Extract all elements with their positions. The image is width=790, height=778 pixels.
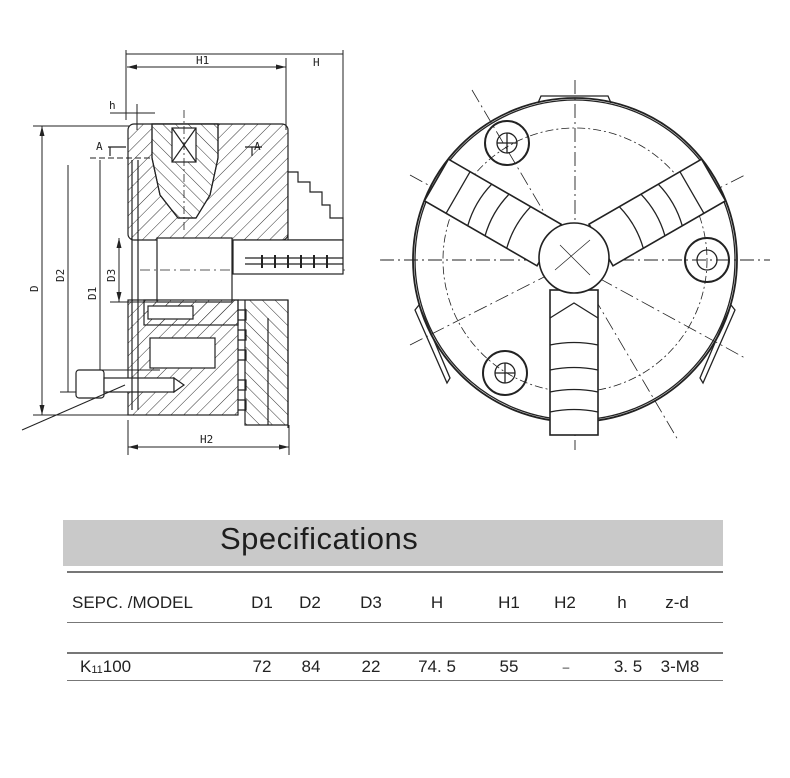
cell-model: K11100	[80, 657, 132, 676]
bolt-hole-bottom-left	[482, 350, 528, 396]
label-H1: H1	[196, 54, 209, 67]
technical-drawing: H1 H h A A D D2 D1 D3 H2	[21, 50, 770, 455]
label-D1: D1	[86, 287, 99, 300]
header-D3: D3	[360, 593, 382, 612]
label-D3: D3	[105, 269, 118, 282]
cell-D1: 72	[252, 657, 272, 676]
label-D2: D2	[54, 269, 67, 282]
jaw-left	[423, 158, 563, 267]
cell-H2: –	[562, 660, 570, 674]
front-view	[380, 80, 770, 450]
label-H: H	[313, 56, 320, 69]
bolt-hole-right	[684, 237, 730, 283]
label-A-right: A	[254, 140, 261, 153]
table-rule-header	[67, 622, 723, 623]
header-D1: D1	[251, 593, 273, 612]
specifications-title: Specifications	[220, 521, 419, 556]
side-view-labels: H1 H h A A D D2 D1 D3 H2	[28, 54, 320, 446]
header-H1: H1	[498, 593, 520, 612]
cell-zd: 3-M8	[660, 657, 700, 676]
header-zd: z-d	[665, 593, 689, 612]
table-rule-row-top	[67, 652, 723, 654]
cell-h: 3. 5	[613, 657, 643, 676]
header-H2: H2	[554, 593, 576, 612]
label-D: D	[28, 285, 41, 292]
cell-H1: 55	[499, 657, 519, 676]
header-H: H	[430, 593, 444, 612]
label-h: h	[109, 99, 116, 112]
label-A-left: A	[96, 140, 103, 153]
header-model: SEPC. /MODEL	[72, 593, 193, 612]
jaw-bottom	[549, 289, 599, 436]
cell-H: 74. 5	[418, 657, 456, 676]
table-rule-top	[67, 571, 723, 573]
table-row: K11100 72 84 22 74. 5 55 – 3. 5 3-M8	[0, 657, 790, 681]
cell-D3: 22	[361, 657, 381, 676]
header-h: h	[617, 593, 627, 612]
specifications-banner	[63, 520, 723, 566]
bolt-hole-top-left	[484, 120, 530, 166]
cell-D2: 84	[301, 657, 321, 676]
header-D2: D2	[299, 593, 321, 612]
side-section-view	[21, 50, 345, 455]
table-rule-bottom	[67, 680, 723, 681]
label-H2: H2	[200, 433, 213, 446]
table-header-row: SEPC. /MODEL D1 D2 D3 H H1 H2 h z-d	[0, 593, 790, 617]
